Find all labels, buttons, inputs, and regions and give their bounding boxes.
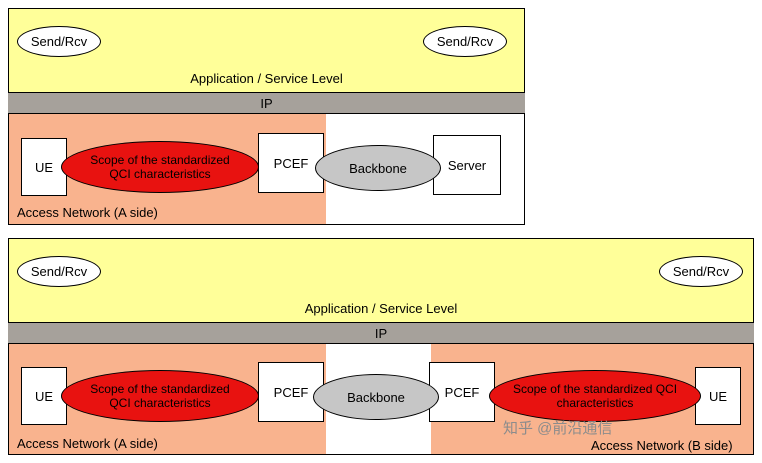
send-rcv-label: Send/Rcv <box>672 264 730 279</box>
bottom-send-rcv-ellipse-left: Send/Rcv <box>17 256 101 287</box>
top-pcef-box: PCEF <box>258 133 324 193</box>
bottom-access-network-b-label: Access Network (B side) <box>591 438 733 453</box>
bottom-scope-ellipse-right: Scope of the standardized QCI characteri… <box>489 370 701 422</box>
bottom-send-rcv-ellipse-right: Send/Rcv <box>659 256 743 287</box>
bottom-ip-layer-bar: IP <box>8 323 754 343</box>
bottom-ue-box-right: UE <box>695 367 741 425</box>
top-access-network-a-label: Access Network (A side) <box>17 205 158 220</box>
bottom-application-service-layer: Send/Rcv Send/Rcv Application / Service … <box>8 238 754 323</box>
bottom-backbone-ellipse: Backbone <box>313 374 439 420</box>
ip-label: IP <box>260 95 273 111</box>
ip-label: IP <box>374 325 388 341</box>
send-rcv-label: Send/Rcv <box>436 34 494 49</box>
send-rcv-label: Send/Rcv <box>30 34 88 49</box>
watermark: 知乎 @前沿通信 <box>503 420 613 437</box>
top-application-level-label: Application / Service Level <box>190 71 343 86</box>
top-ue-box: UE <box>21 138 67 196</box>
top-send-rcv-ellipse-right: Send/Rcv <box>423 26 507 57</box>
top-application-service-layer: Send/Rcv Send/Rcv Application / Service … <box>8 8 525 93</box>
bottom-ue-box-left: UE <box>21 367 67 425</box>
top-send-rcv-ellipse-left: Send/Rcv <box>17 26 101 57</box>
top-scope-ellipse: Scope of the standardized QCI characteri… <box>61 141 259 193</box>
bottom-transport-layer: UE Scope of the standardized QCI charact… <box>8 343 754 455</box>
top-server-box: Server <box>433 135 501 195</box>
top-backbone-ellipse: Backbone <box>315 145 441 191</box>
send-rcv-label: Send/Rcv <box>30 264 88 279</box>
top-transport-layer: UE Scope of the standardized QCI charact… <box>8 113 525 225</box>
bottom-application-level-label: Application / Service Level <box>304 301 458 316</box>
bottom-scope-ellipse-left: Scope of the standardized QCI characteri… <box>61 370 259 422</box>
bottom-access-network-a-label: Access Network (A side) <box>17 436 158 451</box>
top-ip-layer-bar: IP <box>8 93 525 113</box>
bottom-pcef-box-right: PCEF <box>429 362 495 422</box>
